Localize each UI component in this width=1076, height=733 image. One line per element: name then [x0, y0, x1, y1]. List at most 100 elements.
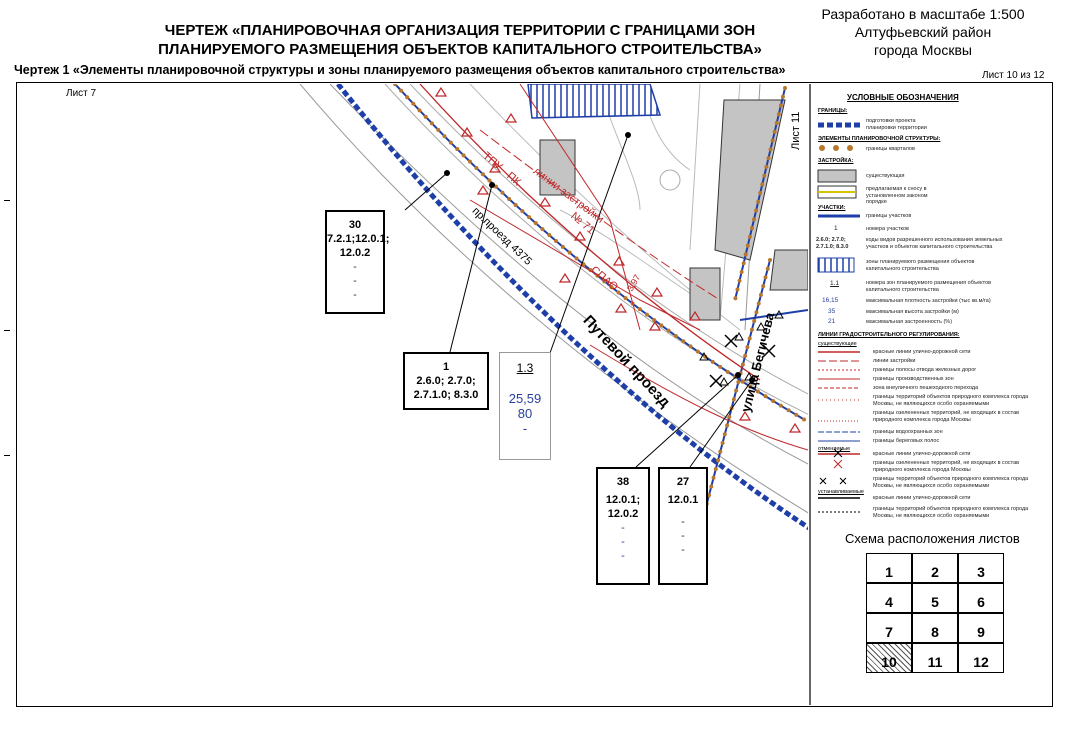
plot-codes: 2.6.0; 2.7.0; [416, 375, 476, 387]
plot-codes: 12.0.2 [607, 508, 639, 520]
legend-item: границы полосы отвода железных дорог [873, 367, 977, 373]
legend-item: красные линии улично-дорожной сети [873, 451, 971, 457]
legend-section-borders: ГРАНИЦЫ: [818, 108, 848, 114]
legend-section-plots: УЧАСТКИ: [818, 205, 846, 211]
quarter-border-dots [698, 258, 772, 532]
sheet-cell: 4 [866, 583, 912, 613]
legend-item: границы территорий объектов природного к… [873, 506, 1029, 519]
plot-dash: - [353, 289, 357, 301]
road-edge [559, 209, 701, 301]
legend-item: предлагаемая к сносу в установленном зак… [866, 186, 928, 205]
legend-item: коды видов разрешенного использования зе… [866, 237, 1003, 250]
legend-item: красные линии улично-дорожной сети [873, 495, 971, 501]
sheet-cell: 6 [958, 583, 1004, 613]
sheet-right-label: Лист 11 [790, 111, 802, 150]
plot-number: 1 [442, 361, 450, 373]
legend-subhdr: устанавливаемые [818, 489, 864, 495]
building-existing [769, 249, 808, 291]
drawing-title-line2: ПЛАНИРУЕМОГО РАЗМЕЩЕНИЯ ОБЪЕКТОВ КАПИТАЛ… [158, 41, 762, 58]
zone-density: 25,59 [508, 391, 542, 406]
legend-item: номера участков [866, 226, 909, 232]
legend-item: границы водоохранных зон [873, 429, 943, 435]
legend-item: границы озелененных территорий, не входя… [873, 460, 1020, 473]
city-name: города Москвы [874, 42, 972, 58]
quarter-border-dots [393, 84, 807, 422]
margin-tick [4, 330, 10, 331]
red-line [469, 199, 701, 331]
legend-height-val: 35 [828, 308, 836, 315]
zone-number: 1.3 [516, 361, 534, 375]
sheet-cell: 12 [958, 643, 1004, 673]
legend-subhdr: отменяемые [818, 446, 851, 452]
plot-codes: 12.0.1 [667, 494, 699, 506]
sheet-cell: 1 [866, 553, 912, 583]
legend-percent-val: 21 [828, 318, 836, 325]
legend-item: границы кварталов [866, 146, 915, 152]
plot-callout-30: 30 7.2.1;12.0.1; 12.0.2 - - - [325, 210, 390, 314]
legend-plot-num: 1 [834, 225, 838, 232]
leader-lines [404, 134, 753, 468]
building-existing [689, 267, 721, 321]
legend-item: границы береговых полос [873, 438, 940, 444]
sheet-cell: 9 [958, 613, 1004, 643]
margin-tick [4, 455, 10, 456]
legend-codes-example: 2.6.0; 2.7.0; 2.7.1.0; 8.3.0 [816, 237, 849, 250]
legend-item: границы производственных зон [873, 376, 954, 382]
legend-section-elements: ЭЛЕМЕНТЫ ПЛАНИРОВОЧНОЙ СТРУКТУРЫ: [818, 136, 941, 142]
legend-subhdr: существующие [818, 341, 857, 347]
drawing-frame [16, 82, 1053, 707]
sheet-cell: 7 [866, 613, 912, 643]
legend-item: существующая [866, 173, 905, 179]
building-existing [714, 99, 786, 261]
plot-codes: 7.2.1;12.0.1; [327, 233, 390, 245]
legend-item: зона внеуличного пешеходного перехода [873, 385, 979, 391]
plot-callout-27: 27 12.0.1 - - - [658, 467, 708, 585]
plot-codes: 12.0.2 [339, 247, 371, 259]
build-line [479, 129, 721, 301]
plot-codes: 2.7.1.0; 8.3.0 [413, 389, 479, 401]
legend-item: номера зон планируемого размещения объек… [866, 280, 992, 293]
legend-item: максимальная высота застройки (м) [866, 309, 959, 315]
margin-tick [4, 200, 10, 201]
red-line [519, 84, 641, 331]
legend-zone-num: 1.1 [830, 280, 840, 287]
road-edge [384, 84, 808, 415]
plot-number: 30 [348, 219, 362, 231]
cancel-marks [709, 334, 776, 388]
legend-title: УСЛОВНЫЕ ОБОЗНАЧЕНИЯ [847, 93, 959, 102]
legend-item: границы территорий объектов природного к… [873, 476, 1029, 489]
sheet-cell: 2 [912, 553, 958, 583]
plot-callout-1: 1 2.6.0; 2.7.0; 2.7.1.0; 8.3.0 [403, 352, 489, 410]
plot-callout-38: 38 12.0.1; 12.0.2 - - - [596, 467, 650, 585]
sheet-number: Лист 10 из 12 [982, 70, 1045, 81]
red-line [589, 344, 808, 451]
legend-symbols [817, 122, 860, 513]
legend-item: линии застройки [873, 358, 916, 364]
legend-item: максимальная застроенность (%) [866, 319, 953, 325]
zone-height: 80 [517, 406, 533, 421]
drawing-title-line1: ЧЕРТЕЖ «ПЛАНИРОВОЧНАЯ ОРГАНИЗАЦИЯ ТЕРРИТ… [164, 22, 756, 39]
planned-zone [527, 84, 662, 119]
legend-item: подготовки проекта планировки территории [866, 118, 927, 131]
quarter-border-dots [733, 86, 787, 302]
legend-item: красные линии улично-дорожной сети [873, 349, 971, 355]
scale-note: Разработано в масштабе 1:500 [821, 6, 1025, 22]
legend-density-val: 16,15 [822, 297, 839, 304]
red-line [419, 84, 761, 381]
zone-percent: - [522, 421, 528, 436]
plot-dash: - [681, 544, 685, 556]
plot-dash: - [621, 522, 625, 534]
district-name: Алтуфьевский район [854, 24, 992, 40]
quarter-border [739, 309, 808, 321]
legend-item: зоны планируемого размещения объектов ка… [866, 259, 975, 272]
sheet-cell: 8 [912, 613, 958, 643]
plot-codes: 12.0.1; [605, 494, 641, 506]
sheet-cell: 11 [912, 643, 958, 673]
black-markers [699, 309, 784, 386]
plot-dash: - [621, 550, 625, 562]
legend-item: границы участков [866, 213, 912, 219]
plot-dash: - [681, 516, 685, 528]
drawing-subtitle: Чертеж 1 «Элементы планировочной структу… [14, 63, 786, 77]
zone-callout-1-3: 1.3 25,59 80 - [499, 352, 551, 460]
